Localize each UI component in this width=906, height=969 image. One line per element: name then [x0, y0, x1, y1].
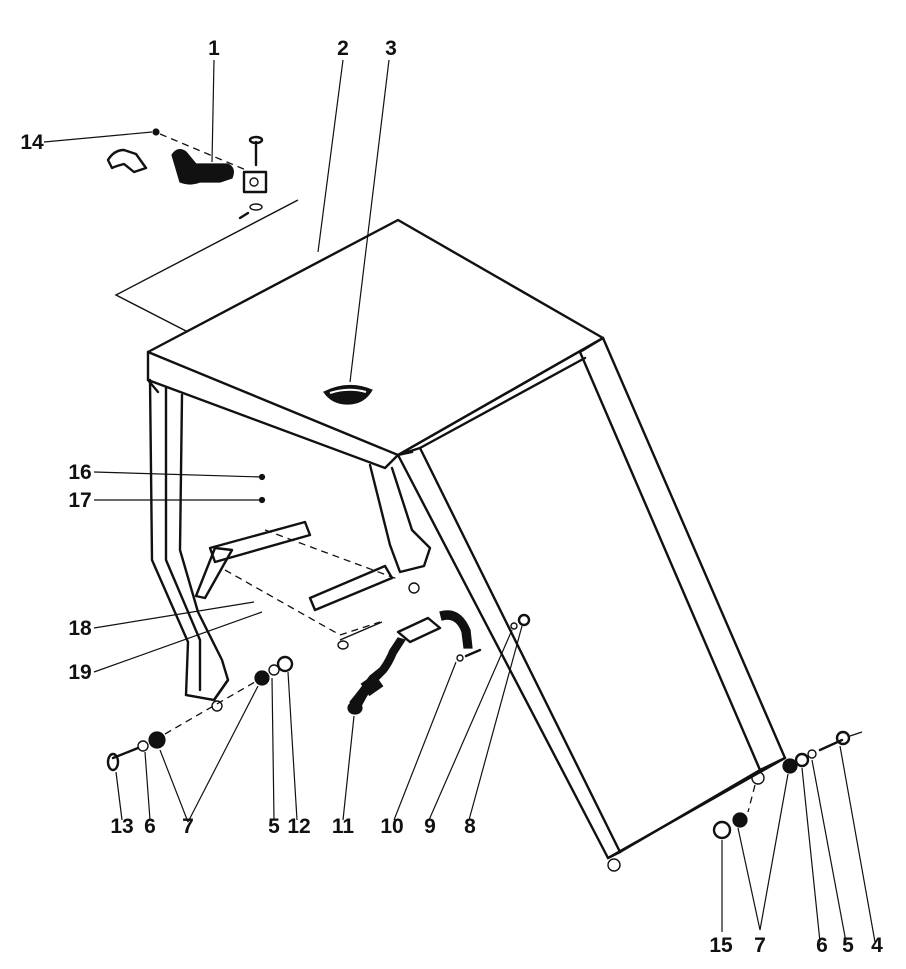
callout-7-right: 7 — [754, 934, 766, 957]
callout-8: 8 — [464, 815, 476, 838]
canopy-top-panel — [146, 218, 605, 470]
callout-19: 19 — [68, 661, 91, 684]
callout-17: 17 — [68, 489, 91, 512]
callout-16: 16 — [68, 461, 91, 484]
callout-1: 1 — [208, 37, 220, 60]
callout-9: 9 — [424, 815, 436, 838]
callout-18: 18 — [68, 617, 92, 640]
callout-6-left: 6 — [144, 815, 156, 838]
callout-6-right: 6 — [816, 934, 828, 957]
callout-13: 13 — [110, 815, 133, 838]
callout-2: 2 — [337, 37, 349, 60]
seat-brackets — [194, 520, 401, 650]
callout-15: 15 — [709, 934, 733, 957]
callout-11: 11 — [332, 815, 355, 838]
left-hardware — [106, 655, 294, 772]
seat-belt — [347, 610, 473, 715]
callout-12: 12 — [287, 815, 310, 838]
right-rear-leg — [368, 463, 432, 594]
callout-14: 14 — [20, 131, 44, 154]
callout-labels: 1 2 3 4 5 5 6 6 7 7 7 8 9 10 11 12 13 14… — [20, 37, 883, 957]
grab-handle — [323, 384, 373, 405]
callout-7-left: 7 — [182, 815, 194, 838]
callout-5-right: 5 — [842, 934, 854, 957]
center-hardware — [456, 613, 531, 662]
front-frame — [396, 336, 787, 860]
right-hardware — [607, 730, 863, 872]
callout-4: 4 — [871, 934, 883, 957]
callout-10: 10 — [380, 815, 403, 838]
callout-3: 3 — [385, 37, 397, 60]
latch-assembly — [106, 128, 299, 333]
callout-5-left: 5 — [268, 815, 280, 838]
leader-lines — [43, 59, 876, 943]
